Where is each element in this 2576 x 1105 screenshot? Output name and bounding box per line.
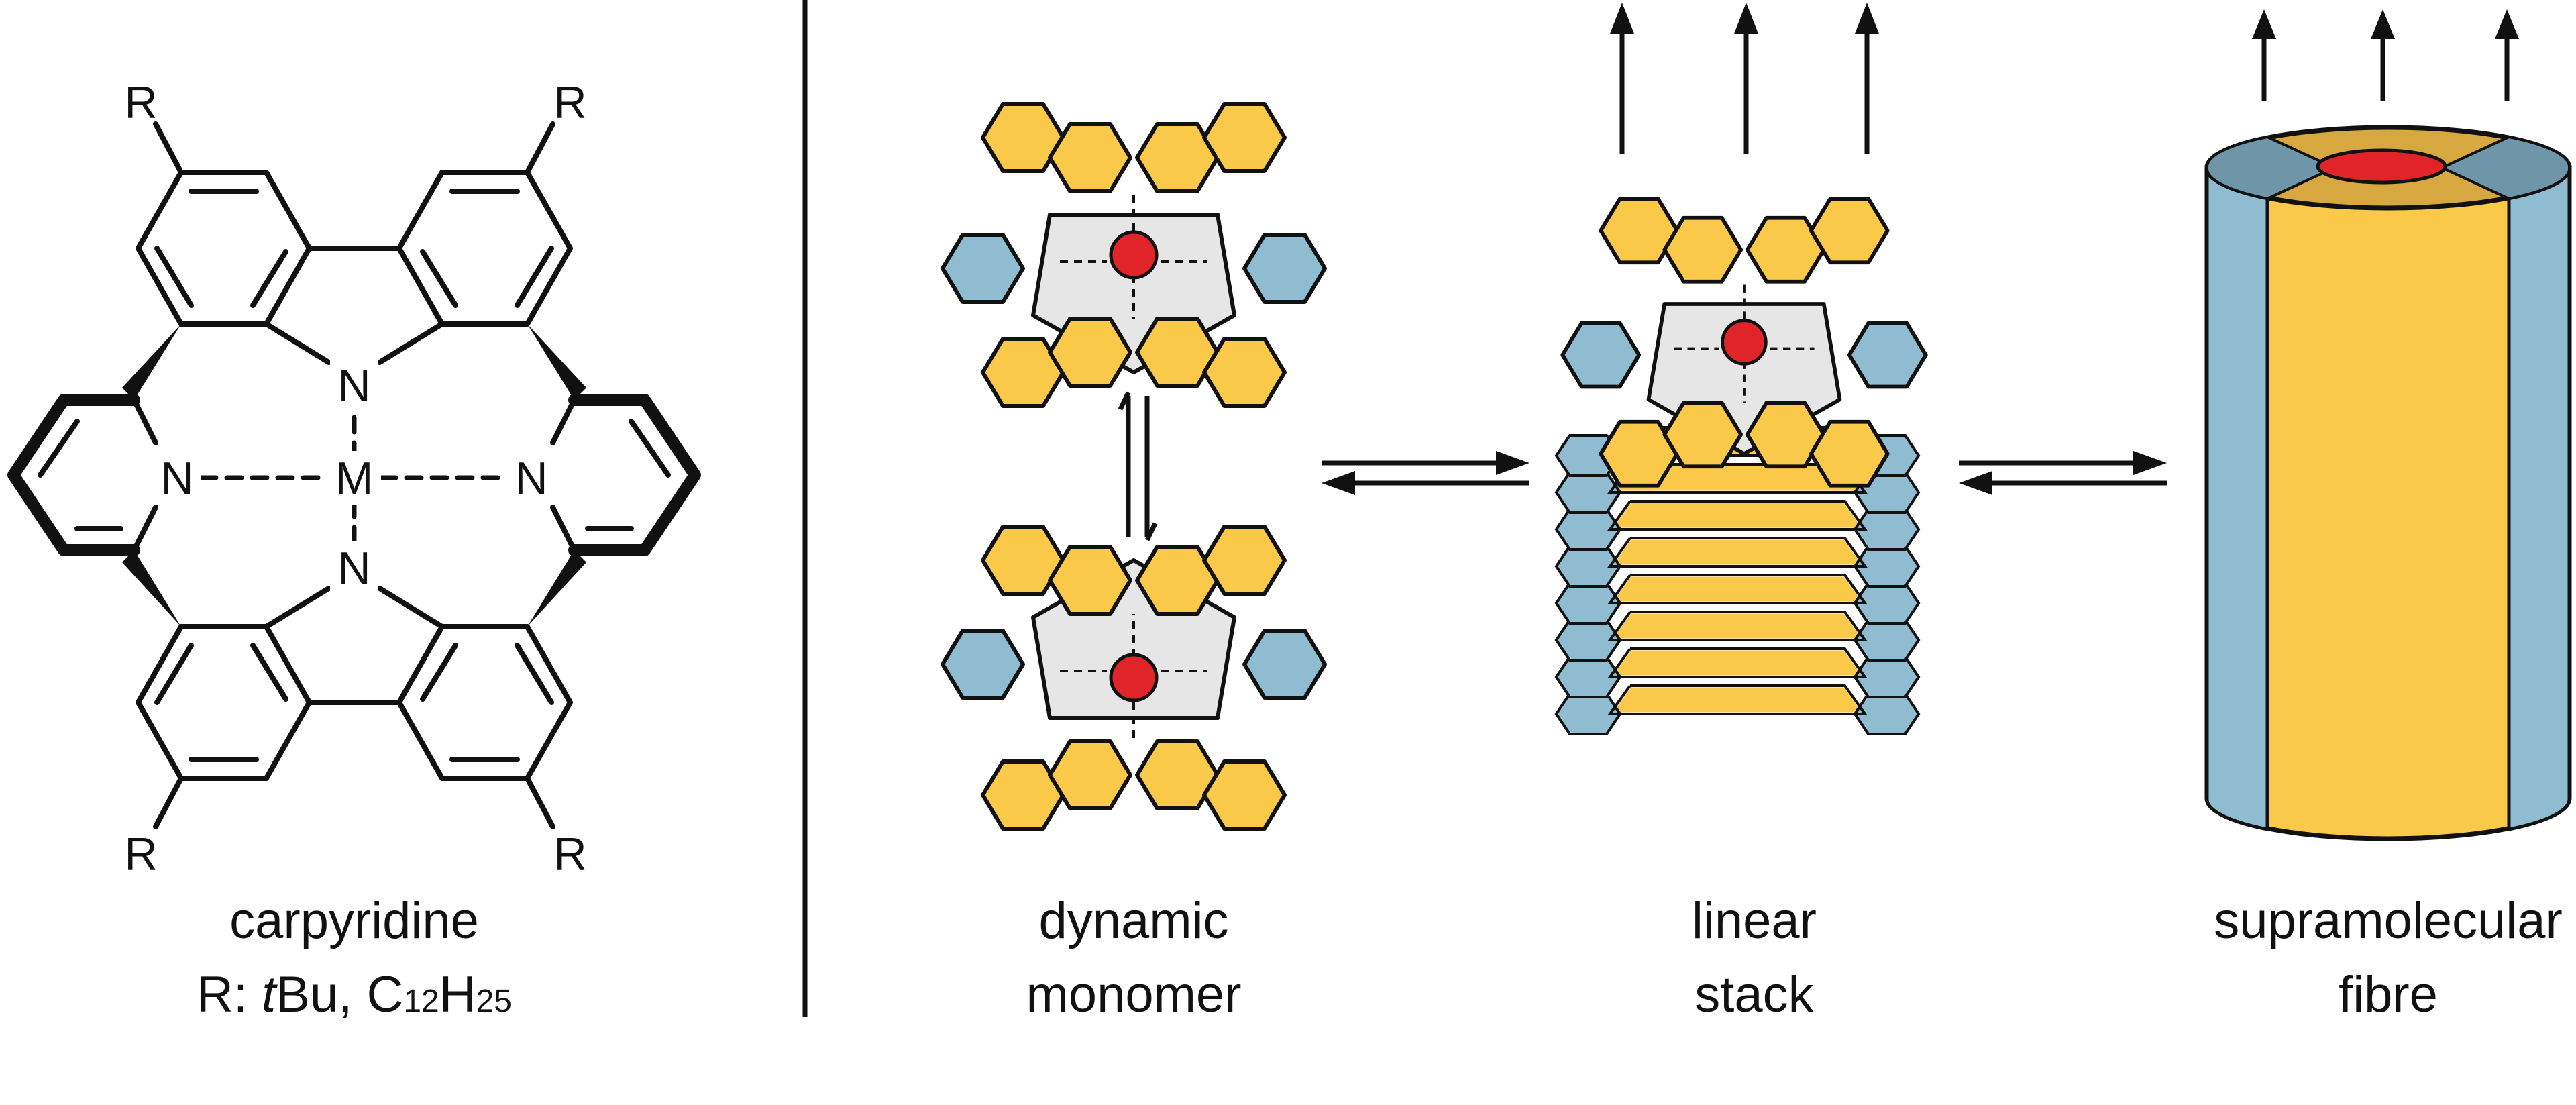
- caption-fibre-line1: supramolecular: [2214, 892, 2563, 949]
- caption-stack-line1: linear: [1692, 892, 1817, 949]
- linear-stack: [1556, 3, 1926, 734]
- equilibrium-arrows-icon: [1322, 451, 1529, 495]
- carpyridine-caption: carpyridine R: tBu, C12H25: [197, 892, 512, 1023]
- equilibrium-arrows-icon: [1959, 451, 2167, 495]
- substituent-r-top-left: R: [124, 77, 157, 128]
- substituent-r-bottom-left: R: [124, 829, 157, 880]
- benzene-ring-bottom-left: [136, 624, 312, 781]
- substituent-r-bottom-right: R: [553, 829, 586, 880]
- dynamic-monomer: [943, 104, 1325, 829]
- equilibrium-arrows-icon: [1118, 391, 1158, 541]
- caption-carpyridine-title: carpyridine: [229, 892, 479, 949]
- caption-carpyridine-substituents: R: tBu, C12H25: [197, 966, 512, 1023]
- benzene-ring-top-left: [136, 170, 312, 327]
- atom-n-left: N: [160, 453, 193, 504]
- growth-arrow-icon: [2252, 9, 2519, 101]
- wedge-bonds: [122, 324, 586, 627]
- caption-monomer-line2: monomer: [1026, 966, 1242, 1023]
- substituent-r-top-right: R: [553, 77, 586, 128]
- benzene-ring-bottom-right: [396, 624, 573, 781]
- atom-n-bottom: N: [337, 543, 370, 594]
- benzene-ring-top-right: [396, 170, 573, 327]
- caption-stack-line2: stack: [1695, 966, 1814, 1023]
- atom-metal: M: [335, 453, 374, 504]
- supramolecular-fibre: [2204, 9, 2572, 841]
- atom-n-right: N: [515, 453, 547, 504]
- monomer-bottom: [943, 527, 1325, 829]
- growth-arrow-icon: [1610, 3, 1879, 154]
- atom-labels: N N N N M R R R R: [124, 77, 586, 880]
- monomer-top: [943, 104, 1325, 406]
- atom-n-top: N: [337, 360, 370, 411]
- caption-fibre-line2: fibre: [2339, 966, 2438, 1023]
- caption-monomer-line1: dynamic: [1039, 892, 1229, 949]
